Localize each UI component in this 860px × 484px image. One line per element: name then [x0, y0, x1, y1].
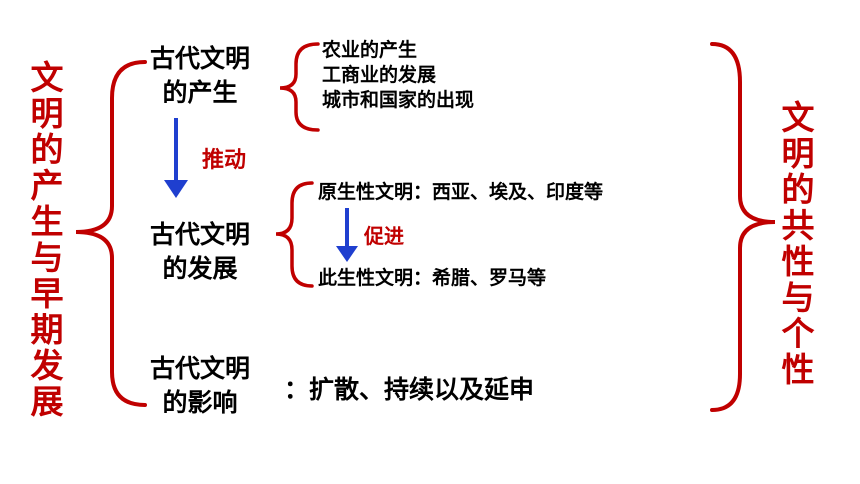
node-development: 古代文明 的发展: [138, 218, 262, 286]
left-title-char: 明: [30, 94, 64, 133]
left-title-char: 文: [30, 58, 64, 97]
origin-item: 工商业的发展: [322, 64, 437, 86]
origin-item: 农业的产生: [322, 39, 418, 61]
origin-items-list: 农业的产生 工商业的发展 城市和国家的出现: [322, 38, 474, 113]
main-right-brace: [710, 42, 776, 412]
right-title-char: 性: [781, 350, 815, 389]
right-title-char: 与: [781, 278, 815, 317]
push-arrow-head: [164, 180, 188, 198]
left-title-char: 发: [30, 346, 64, 385]
left-title-char: 生: [30, 202, 64, 241]
right-title-char: 个: [781, 314, 815, 353]
right-title-char: 文: [781, 98, 815, 137]
node-influence-line1: 古代文明: [149, 354, 250, 383]
node-origin-line2: 的产生: [162, 78, 238, 107]
origin-brace: [279, 42, 320, 132]
main-left-brace: [75, 60, 147, 407]
node-influence-line2: 的影响: [162, 388, 238, 417]
development-brace: [275, 181, 314, 288]
left-title-char: 展: [30, 382, 64, 421]
promote-arrow-head: [336, 246, 358, 262]
left-vertical-title: 文 明 的 产 生 与 早 期 发 展: [27, 60, 67, 420]
right-title-char: 共: [781, 206, 815, 245]
left-title-char: 期: [30, 310, 64, 349]
right-title-char: 的: [781, 170, 815, 209]
node-development-line1: 古代文明: [149, 220, 250, 249]
right-title-char: 性: [781, 242, 815, 281]
push-label: 推动: [202, 148, 247, 173]
node-influence: 古代文明 的影响: [138, 352, 262, 420]
left-title-char: 与: [30, 238, 64, 277]
left-title-char: 的: [30, 130, 64, 169]
primary-civilization: 原生性文明：西亚、埃及、印度等: [318, 181, 604, 203]
promote-label: 促进: [364, 224, 404, 248]
left-title-char: 早: [30, 274, 64, 313]
node-origin-line1: 古代文明: [149, 44, 250, 73]
left-title-char: 产: [30, 166, 64, 205]
right-vertical-title: 文 明 的 共 性 与 个 性: [778, 100, 818, 388]
influence-text: ：扩散、持续以及延申: [284, 375, 535, 404]
node-development-line2: 的发展: [162, 254, 238, 283]
node-origin: 古代文明 的产生: [138, 42, 262, 110]
right-title-char: 明: [781, 134, 815, 173]
origin-item: 城市和国家的出现: [322, 89, 475, 111]
secondary-civilization: 此生性文明：希腊、罗马等: [318, 267, 547, 289]
